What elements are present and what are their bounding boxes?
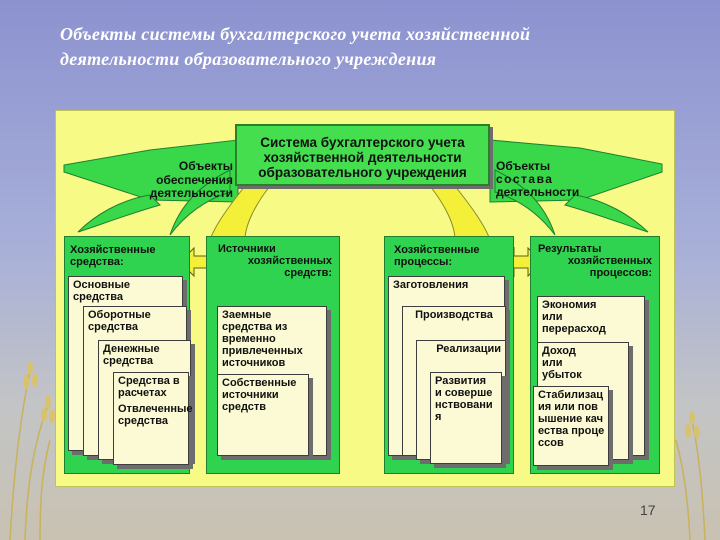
card-label: Заемные средства из временно привлеченны… <box>222 309 303 369</box>
card-development: Развития и совершенствования <box>430 372 502 464</box>
card-label: Заготовления <box>393 279 469 291</box>
right-wing-line-1: Объекты <box>496 159 551 173</box>
col4-header-line-2: хозяйственных <box>567 255 652 267</box>
col2-header-line-3: средств: <box>284 267 332 279</box>
card-label: Экономия или перерасход <box>542 299 606 335</box>
card-label: Стабилизация или повышение качества проц… <box>538 389 605 449</box>
card-own-sources: Собственные источники средств <box>217 374 309 456</box>
col1-header-line-1: Хозяйственные <box>70 244 156 256</box>
column-results-header: Результаты хозяйственных процессов: <box>538 243 652 279</box>
card-stabilization: Стабилизация или повышение качества проц… <box>533 386 609 466</box>
left-wing-line-3: деятельности <box>149 186 233 200</box>
left-wing-label-2: обеспечения деятельности <box>120 174 233 200</box>
center-connector-right <box>428 185 491 241</box>
right-wing-shape <box>489 139 663 203</box>
col4-header-line-3: процессов: <box>589 267 652 279</box>
card-receivables: Средства в расчетах Отвлеченные средства <box>113 372 193 465</box>
right-leaf <box>494 169 556 236</box>
card-label: Средства в расчетах <box>118 375 180 399</box>
right-leaf <box>564 194 649 233</box>
column-processes-header: Хозяйственные процессы: <box>394 244 479 268</box>
col4-header-line-1: Результаты <box>538 243 602 255</box>
card-label: Развития и совершенствования <box>435 375 493 423</box>
right-wing-line-3: деятельности <box>496 185 580 199</box>
center-line-3: образовательного учреждения <box>258 165 467 180</box>
right-wing-line-2: состава <box>496 172 554 186</box>
center-system-box: Система бухгалтерского учета хозяйственн… <box>235 124 490 186</box>
col3-header-line-2: процессы: <box>394 256 453 268</box>
center-line-2: хозяйственной деятельности <box>263 150 462 165</box>
page-number: 17 <box>640 502 656 518</box>
col3-header-line-1: Хозяйственные <box>394 244 480 256</box>
card-label: Производства <box>415 309 493 321</box>
card-label: Отвлеченные средства <box>118 403 193 427</box>
left-leaf <box>169 169 231 236</box>
slide-title: Объекты системы бухгалтерского учета хоз… <box>60 22 700 72</box>
col2-header-line-2: хозяйственных <box>247 255 332 267</box>
card-label: Оборотные средства <box>88 309 151 333</box>
card-label: Реализации <box>436 343 501 355</box>
card-label: Доход или убыток <box>542 345 582 381</box>
column-sources-header: Источники хозяйственных средств: <box>218 243 332 279</box>
card-label: Основные средства <box>73 279 130 303</box>
left-wing-line-2: обеспечения <box>156 173 233 187</box>
slide-title-line-1: Объекты системы бухгалтерского учета хоз… <box>60 24 531 44</box>
col1-header-line-2: средства: <box>70 256 124 268</box>
right-wing-label: Объекты состава деятельности <box>496 160 579 199</box>
card-label: Денежные средства <box>103 343 160 367</box>
col2-header-line-1: Источники <box>218 243 276 255</box>
left-wing-label: Объекты <box>165 160 233 173</box>
center-line-1: Система бухгалтерского учета <box>260 135 465 150</box>
slide-title-line-2: деятельности образовательного учреждения <box>60 49 437 69</box>
column-economic-means-header: Хозяйственные средства: <box>70 244 155 268</box>
card-label: Собственные источники средств <box>222 377 297 413</box>
left-wing-line-1: Объекты <box>178 159 233 173</box>
left-leaf <box>77 194 161 233</box>
